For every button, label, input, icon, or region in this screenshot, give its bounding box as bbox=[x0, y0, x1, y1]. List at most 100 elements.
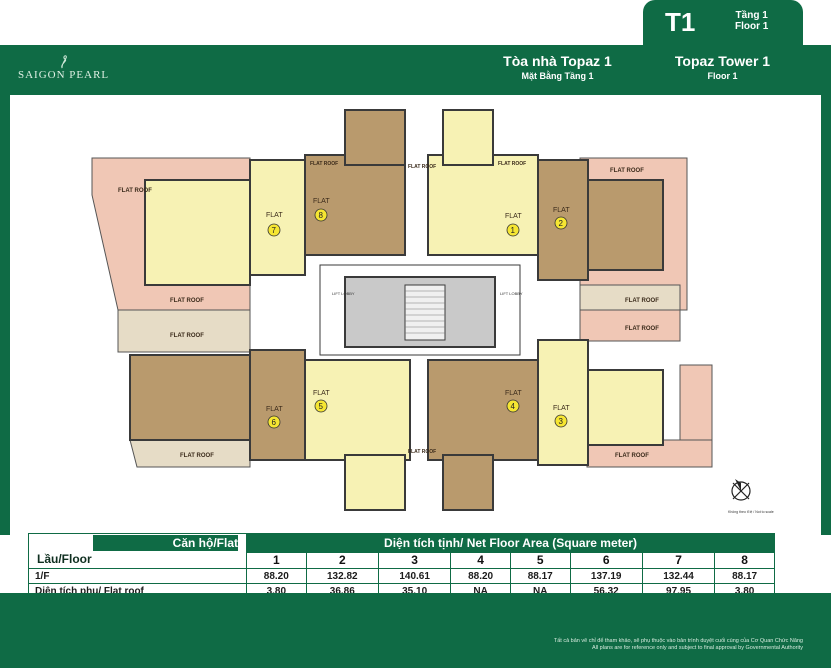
roof-label-2: FLAT ROOF bbox=[170, 298, 204, 304]
col-header: 4 bbox=[450, 551, 511, 570]
flat-marker-2: FLAT 2 bbox=[553, 207, 570, 230]
subtitle-en: Floor 1 bbox=[707, 71, 738, 81]
roof-label-1: FLAT ROOF bbox=[118, 188, 152, 194]
right-accent-strip bbox=[821, 95, 831, 535]
flat-8-label: FLAT bbox=[313, 198, 330, 205]
flat-1-bedroom bbox=[442, 109, 494, 166]
tower-tab: T1 Tầng 1 Floor 1 bbox=[643, 0, 803, 45]
logo-text: SAIGON PEARL bbox=[18, 69, 110, 81]
flat-marker-7: FLAT 7 bbox=[266, 212, 283, 237]
table-corner: Căn hộ/Flat Lầu/Floor bbox=[28, 533, 247, 569]
flat-1-badge bbox=[506, 223, 520, 237]
flat-7-label: FLAT bbox=[266, 212, 283, 219]
column-header-row: 1 2 3 4 5 6 7 8 bbox=[29, 551, 775, 570]
roof-label-11: FLAT ROOF bbox=[615, 453, 649, 459]
floor-vn: Tầng 1 bbox=[735, 10, 768, 21]
corner-flat-label: Căn hộ/Flat bbox=[92, 535, 238, 551]
tower-code: T1 bbox=[665, 7, 696, 37]
flat-3-badge bbox=[554, 414, 568, 428]
swan-icon bbox=[61, 55, 67, 69]
flat-7-area bbox=[144, 179, 251, 286]
flat-3-label: FLAT bbox=[553, 405, 570, 412]
roof-label-6: FLAT ROOF bbox=[498, 161, 526, 167]
flat-roof-left-mid bbox=[117, 309, 251, 353]
roof-label-12: FLAT ROOF bbox=[408, 449, 436, 455]
flat-5-number: 5 bbox=[319, 402, 324, 411]
table-cell: 137.19 bbox=[569, 568, 643, 584]
flat-8-number: 8 bbox=[319, 211, 324, 220]
disclaimer: Tất cả bản vẽ chỉ để tham khảo, sẽ phụ t… bbox=[554, 638, 803, 652]
flat-4-area bbox=[427, 359, 539, 461]
roof-label-8: FLAT ROOF bbox=[610, 168, 644, 174]
footer-band: Tất cả bản vẽ chỉ để tham khảo, sẽ phụ t… bbox=[0, 593, 831, 668]
roof-label-3: FLAT ROOF bbox=[170, 333, 204, 339]
brand-logo: SAIGON PEARL bbox=[18, 55, 109, 81]
flat-marker-6: FLAT 6 bbox=[266, 406, 283, 429]
col-header: 8 bbox=[714, 551, 775, 570]
flat-roof-right-mid2 bbox=[579, 309, 681, 342]
flat-7-number: 7 bbox=[272, 226, 277, 235]
flat-1-number: 1 bbox=[511, 226, 516, 235]
flat-4-label: FLAT bbox=[505, 390, 522, 397]
core-stair bbox=[404, 284, 446, 341]
flat-6-living bbox=[249, 349, 306, 461]
table-cell: 132.82 bbox=[305, 568, 379, 584]
flat-marker-5: FLAT 5 bbox=[313, 390, 330, 413]
header-band: SAIGON PEARL Tòa nhà Topaz 1 Mặt Bằng Tầ… bbox=[0, 45, 831, 95]
north-compass-icon bbox=[731, 479, 751, 501]
roof-label-5: FLAT ROOF bbox=[310, 161, 338, 167]
col-header: 3 bbox=[377, 551, 452, 570]
flat-marker-1: FLAT 1 bbox=[505, 213, 522, 237]
title-en: Topaz Tower 1 bbox=[674, 53, 771, 69]
flat-marker-4: FLAT 4 bbox=[505, 390, 522, 413]
lift-lobby-right: LIFT LOBBY bbox=[500, 291, 523, 296]
flat-7-badge bbox=[267, 223, 281, 237]
floor-plan-drawing: LIFT LOBBY LIFT LOBBY FLAT ROOF FLAT ROO… bbox=[91, 109, 774, 514]
flat-2-label: FLAT bbox=[553, 207, 570, 214]
flat-6-label: FLAT bbox=[266, 406, 283, 413]
roof-label-4: FLAT ROOF bbox=[180, 453, 214, 459]
flat-2-bedrooms bbox=[587, 179, 664, 271]
row-label: 1/F bbox=[28, 568, 247, 584]
flat-marker-8: FLAT 8 bbox=[313, 198, 330, 222]
floor-en: Floor 1 bbox=[735, 21, 769, 32]
flat-8-bedroom bbox=[344, 109, 406, 166]
table-cell: 88.20 bbox=[450, 568, 511, 584]
roof-label-9: FLAT ROOF bbox=[625, 298, 659, 304]
flat-5-label: FLAT bbox=[313, 390, 330, 397]
flat-6-area bbox=[129, 354, 251, 441]
flat-8-badge bbox=[314, 208, 328, 222]
flat-3-number: 3 bbox=[559, 417, 564, 426]
table-row: 1/F 88.20 132.82 140.61 88.20 88.17 137.… bbox=[28, 568, 775, 584]
left-accent-strip bbox=[0, 95, 10, 535]
title-vn: Tòa nhà Topaz 1 bbox=[503, 53, 612, 69]
flat-6-badge bbox=[267, 415, 281, 429]
flat-4-badge bbox=[506, 399, 520, 413]
table-cell: 132.44 bbox=[641, 568, 716, 584]
flat-3-living bbox=[537, 339, 589, 466]
flat-5-bedroom bbox=[344, 454, 406, 511]
roof-label-7: FLAT ROOF bbox=[408, 164, 436, 170]
lift-lobby-left: LIFT LOBBY bbox=[332, 291, 355, 296]
col-header: 7 bbox=[641, 551, 716, 570]
roof-label-10: FLAT ROOF bbox=[625, 326, 659, 332]
flat-roof-right-edge bbox=[679, 364, 713, 441]
table-cell: 88.20 bbox=[246, 568, 307, 584]
col-header: 1 bbox=[246, 551, 307, 570]
flat-5-badge bbox=[314, 399, 328, 413]
flat-1-area bbox=[427, 154, 539, 256]
table-header: Diện tích tịnh/ Net Floor Area (Square m… bbox=[246, 533, 775, 553]
stair-treads bbox=[405, 290, 445, 334]
title-vn-block: Tòa nhà Topaz 1 Mặt Bằng Tầng 1 bbox=[470, 53, 645, 81]
flat-2-number: 2 bbox=[559, 219, 564, 228]
tab-floor-label: Tầng 1 Floor 1 bbox=[735, 10, 768, 32]
col-header: 5 bbox=[509, 551, 571, 570]
disclaimer-vn: Tất cả bản vẽ chỉ để tham khảo, sẽ phụ t… bbox=[553, 638, 803, 644]
col-header: 6 bbox=[569, 551, 643, 570]
flat-3-bedrooms bbox=[587, 369, 664, 446]
flat-1-label: FLAT bbox=[505, 213, 522, 220]
flat-marker-3: FLAT 3 bbox=[553, 405, 570, 428]
table-cell: 88.17 bbox=[714, 568, 775, 584]
disclaimer-en: All plans are for reference only and sub… bbox=[592, 645, 803, 651]
flat-4-bedroom bbox=[442, 454, 494, 511]
